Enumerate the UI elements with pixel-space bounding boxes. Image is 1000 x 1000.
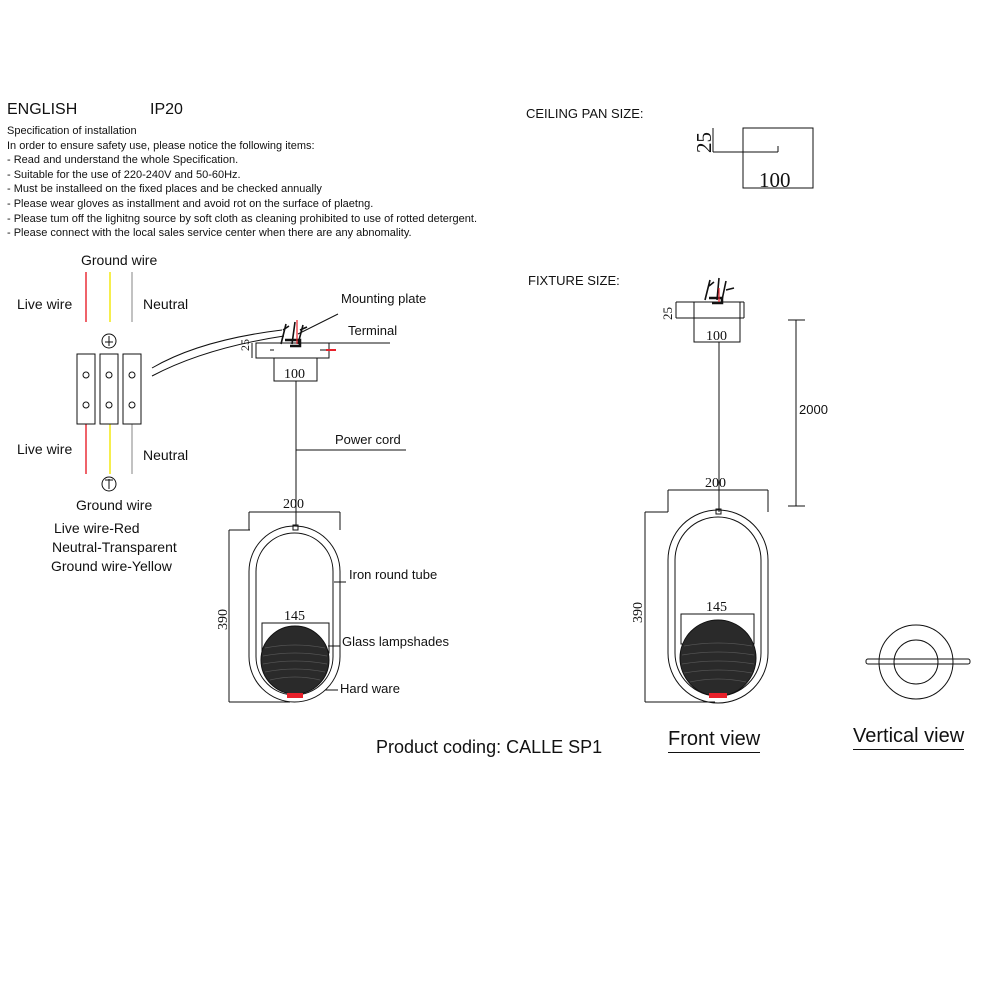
fixture-dim-plate-w: 100 [706,329,727,344]
live-wire-label-top: Live wire [17,296,73,312]
left-dim-plate-h: 25 [238,339,252,351]
ceiling-pan-label: CEILING PAN SIZE: [526,106,644,121]
terminal-label: Terminal [348,323,398,338]
spec-line: - Please connect with the local sales se… [7,227,412,240]
ceiling-pan-drawing [712,127,814,189]
front-view-drawing [644,277,805,704]
terminal-blocks [76,353,142,425]
front-view-caption: Front view [668,728,761,753]
fixture-dim-plate-h: 25 [660,307,675,320]
power-cord-label: Power cord [335,432,401,447]
fixture-dim-width: 200 [705,476,726,491]
ground-symbol-bottom [101,476,117,492]
wire-lines [85,272,133,474]
ground-wire-label-top: Ground wire [81,252,158,268]
legend-ground: Ground wire-Yellow [51,558,172,574]
left-mounting-plate [251,313,390,382]
left-dim-height: 390 [216,609,231,630]
left-power-cord [295,381,406,526]
legend-neutral: Neutral-Transparent [52,539,177,555]
vertical-view-drawing [865,624,971,700]
ip-rating: IP20 [150,101,183,118]
ground-wire-label-bottom: Ground wire [76,497,153,513]
ceiling-dim-h: 25 [692,132,716,153]
spec-line: - Please tum off the lighitng source by … [7,212,478,225]
hard-ware-label: Hard ware [340,681,400,696]
spec-line: - Must be installeed on the fixed places… [7,183,322,196]
ground-symbol-top [101,333,117,349]
mounting-plate-label: Mounting plate [341,291,427,306]
fixture-dim-cord: 2000 [799,402,828,417]
glass-lampshades-label: Glass lampshades [342,634,449,649]
legend-live: Live wire-Red [54,520,140,536]
specification-block: Specification of installation In order t… [7,124,477,241]
fixture-dim-shade: 145 [706,600,727,615]
left-dim-width: 200 [283,497,304,512]
neutral-label-bottom: Neutral [143,447,189,463]
left-dim-plate-w: 100 [284,367,305,382]
callout-curves [151,329,285,377]
spec-line: - Read and understand the whole Specific… [7,154,239,167]
spec-line: In order to ensure safety use, please no… [7,139,315,152]
vertical-view-caption: Vertical view [853,725,965,750]
live-wire-label-bottom: Live wire [17,441,73,457]
left-dim-shade: 145 [284,609,305,624]
spec-line: - Suitable for the use of 220-240V and 5… [7,168,241,181]
fixture-dim-height: 390 [631,602,646,623]
product-coding: Product coding: CALLE SP1 [376,737,603,757]
neutral-label-top: Neutral [143,296,189,312]
iron-round-tube-label: Iron round tube [349,567,438,582]
spec-title: Specification of installation [7,125,137,137]
spec-line: - Please wear gloves as installment and … [7,197,374,210]
fixture-size-label: FIXTURE SIZE: [528,273,620,288]
ceiling-dim-w: 100 [759,168,791,192]
language-label: ENGLISH [7,101,78,118]
left-fixture-body [228,511,346,703]
